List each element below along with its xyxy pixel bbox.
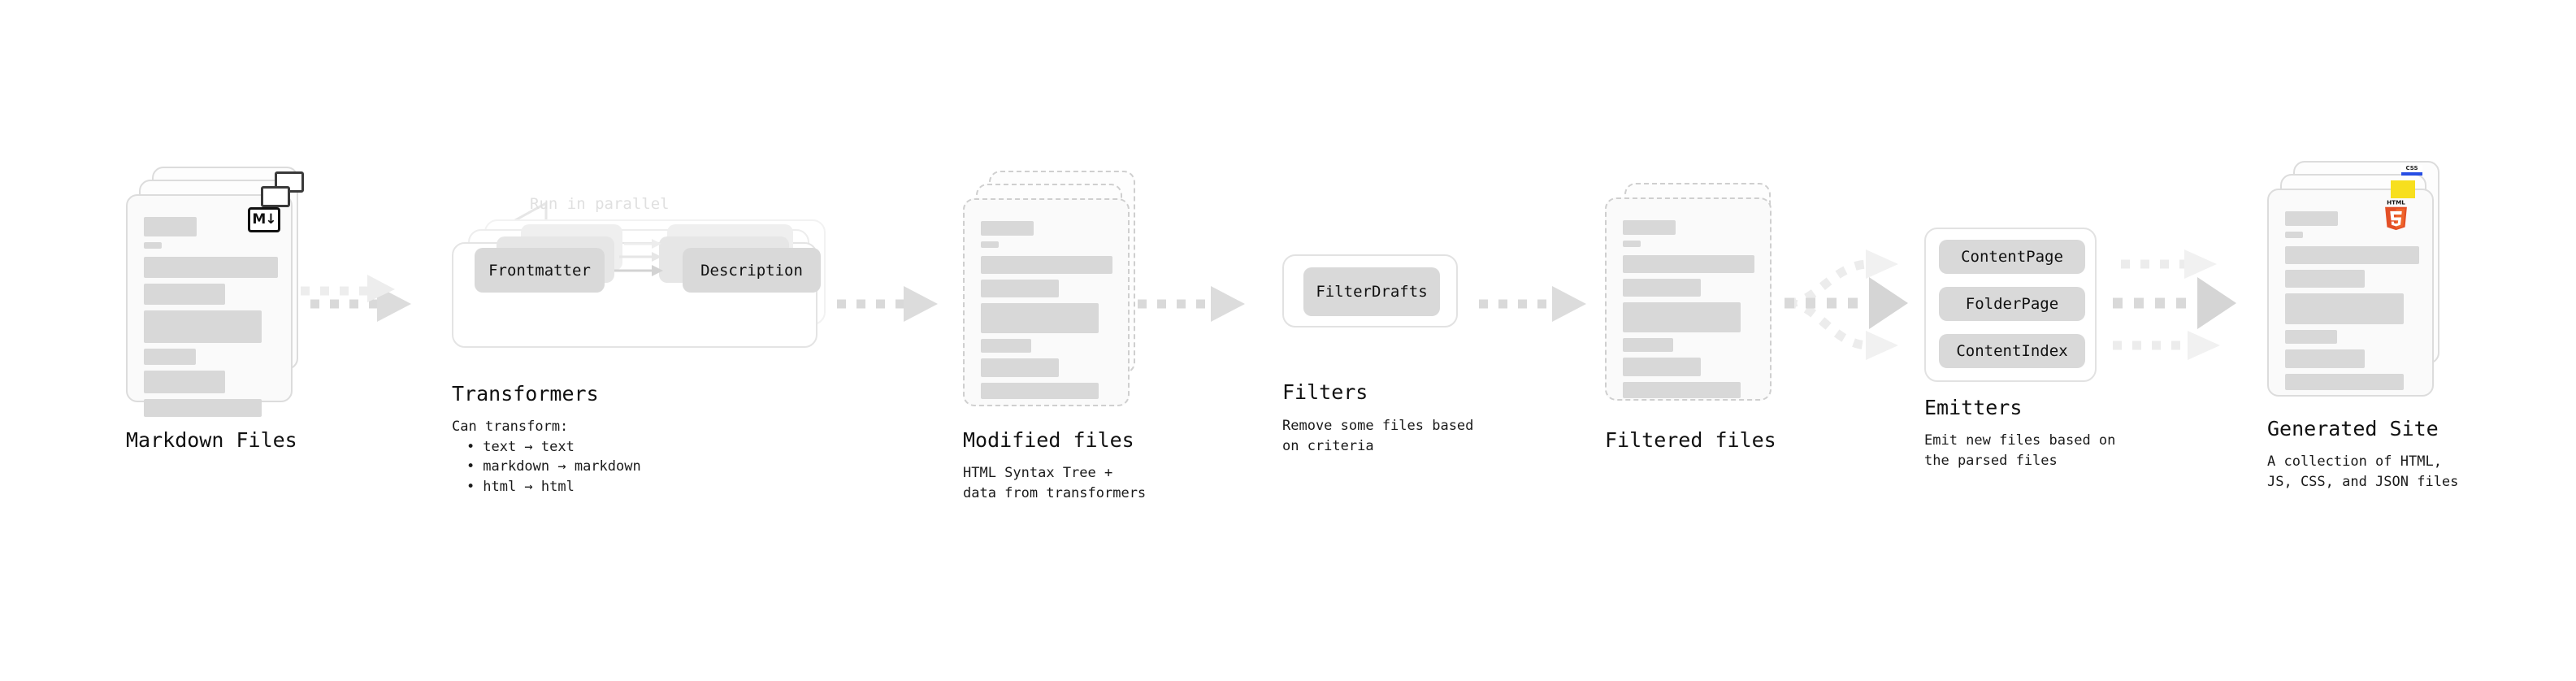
connector-emitters-to-site xyxy=(2113,249,2236,360)
site-placeholder-lines xyxy=(2285,211,2420,396)
css3-icon: CSS xyxy=(2401,165,2422,176)
run-in-parallel-label: Run in parallel xyxy=(530,195,670,213)
transformers-bullet-list: text → text markdown → markdown html → h… xyxy=(452,437,641,497)
markdown-files-stack: M↓ xyxy=(126,167,304,417)
filtered-files-title: Filtered files xyxy=(1605,428,1776,452)
transformer-node-frontmatter[interactable]: Frontmatter xyxy=(475,248,605,293)
filters-box: FilterDrafts xyxy=(1282,254,1458,327)
connector-filters-to-filtered xyxy=(1479,286,1586,322)
emitters-title: Emitters xyxy=(1924,396,2023,419)
modified-card-front xyxy=(963,198,1130,406)
emitter-node-contentpage[interactable]: ContentPage xyxy=(1939,240,2085,274)
html5-icon: HTML xyxy=(2383,198,2409,231)
transformers-bullet: text → text xyxy=(466,437,641,458)
filtered-card-front xyxy=(1605,197,1772,401)
javascript-icon xyxy=(2391,180,2415,198)
transformer-node-description[interactable]: Description xyxy=(683,248,821,293)
modified-placeholder-lines xyxy=(981,221,1116,405)
transformers-subtitle: Can transform: xyxy=(452,419,569,435)
emitters-box: ContentPage FolderPage ContentIndex xyxy=(1924,228,2097,382)
transformers-bullet: html → html xyxy=(466,477,641,497)
emitter-node-folderpage[interactable]: FolderPage xyxy=(1939,287,2085,321)
filtered-placeholder-lines xyxy=(1623,220,1758,404)
markdown-card-front xyxy=(126,194,293,417)
markdown-icon-middle xyxy=(261,186,290,207)
filters-title: Filters xyxy=(1282,380,1368,404)
transformers-subtitle-block: Can transform: text → text markdown → ma… xyxy=(452,417,641,497)
modified-files-title: Modified files xyxy=(963,428,1134,452)
modified-files-stack xyxy=(963,171,1135,406)
transformer-inner-arrows xyxy=(614,239,663,276)
connector-transformers-to-modified xyxy=(837,286,938,322)
emitters-subtitle: Emit new files based on the parsed files xyxy=(1924,432,2116,469)
filter-node-filterdrafts[interactable]: FilterDrafts xyxy=(1303,267,1440,316)
markdown-placeholder-lines xyxy=(144,217,279,423)
connector-markdown-to-transformers xyxy=(301,275,411,322)
markdown-files-title: Markdown Files xyxy=(126,428,297,452)
generated-site-stack: CSS HTML xyxy=(2267,161,2439,397)
connector-filtered-to-emitters xyxy=(1785,249,1908,360)
connector-modified-to-filters xyxy=(1138,286,1245,322)
transformers-stack: Frontmatter Description xyxy=(452,219,826,366)
emitter-node-contentindex[interactable]: ContentIndex xyxy=(1939,334,2085,368)
transformers-title: Transformers xyxy=(452,382,599,406)
modified-files-subtitle: HTML Syntax Tree + data from transformer… xyxy=(963,465,1147,501)
svg-text:HTML: HTML xyxy=(2387,199,2405,206)
markdown-icon: M↓ xyxy=(248,207,280,232)
generated-site-subtitle: A collection of HTML, JS, CSS, and JSON … xyxy=(2267,453,2459,490)
transformers-bullet: markdown → markdown xyxy=(466,457,640,477)
site-card-front xyxy=(2267,189,2434,397)
filters-subtitle: Remove some files based on criteria xyxy=(1282,418,1474,454)
filtered-files-stack xyxy=(1605,175,1777,410)
css3-icon-label: CSS xyxy=(2405,165,2418,171)
generated-site-title: Generated Site xyxy=(2267,417,2439,440)
